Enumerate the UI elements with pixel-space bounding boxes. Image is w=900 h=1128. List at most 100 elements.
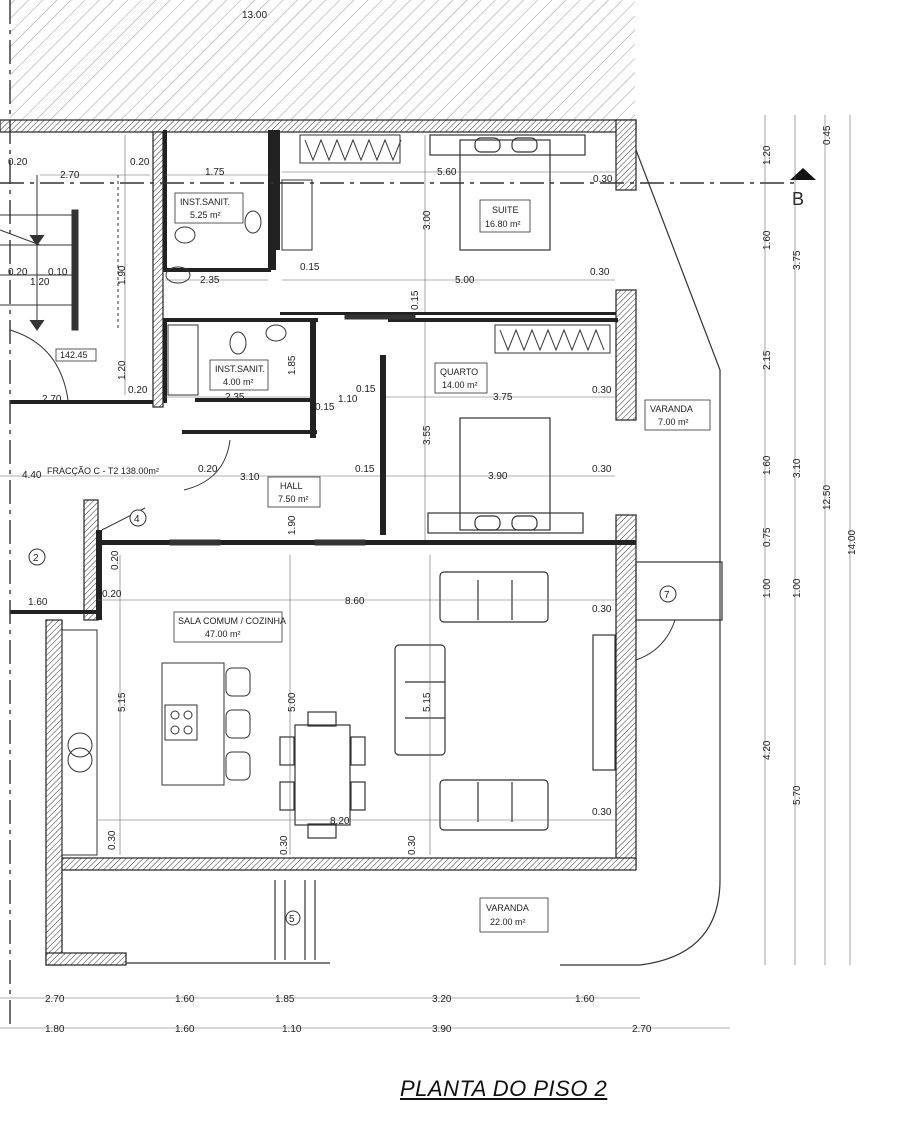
room-area-varanda-2: 22.00 m²: [490, 917, 526, 927]
closets: [281, 134, 611, 354]
dim: 4.20: [762, 740, 773, 760]
dim: 0.20: [128, 385, 148, 396]
dim: 0.15: [355, 464, 375, 475]
dim: 1.20: [762, 145, 773, 165]
dim: 1.00: [792, 578, 803, 598]
dim: 0.15: [356, 384, 376, 395]
dim: 1.60: [762, 455, 773, 475]
dim: 0.30: [407, 835, 418, 855]
dim: 0.30: [592, 385, 612, 396]
exterior-hatch-area: [10, 0, 635, 120]
dim: 0.15: [300, 262, 320, 273]
marker-7: 7: [664, 590, 670, 601]
kitchen-fixtures: [61, 629, 251, 856]
room-name-inst-sanit-2: INST.SANIT.: [215, 364, 265, 374]
room-name-varanda-1: VARANDA: [650, 404, 693, 414]
balcony-outlines: [126, 149, 723, 966]
dim: 0.30: [107, 830, 118, 850]
dim: 1.85: [287, 355, 298, 375]
section-marker-label: B: [792, 189, 804, 209]
marker-4: 4: [134, 514, 140, 525]
dim: 2.70: [60, 170, 80, 181]
dim: 1.00: [762, 578, 773, 598]
right-dimension-lines: [764, 115, 851, 965]
dim: 1.10: [338, 394, 358, 405]
room-area-quarto: 14.00 m²: [442, 380, 478, 390]
dim: 0.15: [315, 402, 335, 413]
section-line-b: [0, 0, 816, 1030]
right-dimension-texts: 1.20 0.45 1.60 3.75 2.15 1.60 3.10 0.75 …: [762, 125, 858, 805]
dim: 0.20: [8, 157, 28, 168]
dim: 0.20: [198, 464, 218, 475]
marker-5: 5: [289, 914, 295, 925]
dim: 0.45: [822, 125, 833, 145]
dim: 0.10: [48, 267, 68, 278]
dim: 2.35: [200, 275, 220, 286]
dim: 0.30: [279, 835, 290, 855]
dim: 12.50: [822, 485, 833, 510]
room-name-hall: HALL: [280, 481, 303, 491]
dim: 3.10: [792, 458, 803, 478]
dim: 0.30: [590, 267, 610, 278]
dim: 2.70: [45, 994, 65, 1005]
dim: 1.60: [175, 1024, 195, 1035]
door-swings: [9, 314, 676, 661]
bottom-dimension-lines: [0, 997, 730, 1029]
interior-walls: [10, 130, 636, 620]
room-name-suite: SUITE: [492, 205, 519, 215]
interior-dimension-lines: [0, 135, 615, 855]
dim: 1.85: [275, 994, 295, 1005]
room-area-sala-cozinha: 47.00 m²: [205, 629, 241, 639]
dim: 2.15: [762, 350, 773, 370]
dim: 3.90: [488, 471, 508, 482]
dim: 3.10: [240, 472, 260, 483]
dim: 3.20: [432, 994, 452, 1005]
room-label-boxes: [55, 192, 711, 933]
dim: 5.00: [287, 692, 298, 712]
dim: 1.90: [287, 515, 298, 535]
dim: 1.20: [30, 277, 50, 288]
dim: 0.20: [8, 267, 28, 278]
room-area-hall: 7.50 m²: [278, 494, 309, 504]
dim: 1.60: [28, 597, 48, 608]
dim: 1.75: [205, 167, 225, 178]
dim: 3.90: [432, 1024, 452, 1035]
room-area-inst-sanit-2: 4.00 m²: [223, 377, 254, 387]
dim-top: 13.00: [242, 10, 267, 21]
room-name-varanda-2: VARANDA: [486, 903, 529, 913]
dim: 0.30: [592, 604, 612, 615]
dim: 1.10: [282, 1024, 302, 1035]
dim: 1.60: [762, 230, 773, 250]
dim: 2.70: [42, 394, 62, 405]
drawing-title: PLANTA DO PISO 2: [400, 1076, 608, 1101]
sanitary-fixtures: [165, 210, 287, 396]
fracao-label: FRACÇÃO C - T2 138.00m²: [47, 466, 159, 476]
dim: 4.40: [22, 470, 42, 481]
dim: 1.90: [117, 265, 128, 285]
dim: 0.30: [592, 464, 612, 475]
dim: 8.20: [330, 816, 350, 827]
room-area-suite: 16.80 m²: [485, 219, 521, 229]
dim: 0.20: [110, 550, 121, 570]
dim: 1.60: [175, 994, 195, 1005]
interior-dimension-texts: 0.20 2.70 0.20 1.75 5.60 0.30 2.35 5.00 …: [8, 157, 613, 855]
dim: 3.55: [422, 425, 433, 445]
marker-2: 2: [33, 553, 39, 564]
room-name-quarto: QUARTO: [440, 367, 478, 377]
room-name-inst-sanit-1: INST.SANIT.: [180, 197, 230, 207]
room-name-sala-cozinha: SALA COMUM / COZINHA: [178, 616, 286, 626]
stair-level-label: 142.45: [60, 350, 88, 360]
dim: 1.20: [117, 360, 128, 380]
dim: 1.80: [45, 1024, 65, 1035]
dim: 0.20: [102, 589, 122, 600]
dim: 0.30: [593, 174, 613, 185]
staircase: [0, 175, 119, 331]
beds: [427, 134, 586, 534]
dim: 0.15: [410, 290, 421, 310]
dim: 0.75: [762, 527, 773, 547]
dim: 3.75: [493, 392, 513, 403]
dim: 5.00: [455, 275, 475, 286]
dim: 8.60: [345, 596, 365, 607]
dim: 1.60: [575, 994, 595, 1005]
